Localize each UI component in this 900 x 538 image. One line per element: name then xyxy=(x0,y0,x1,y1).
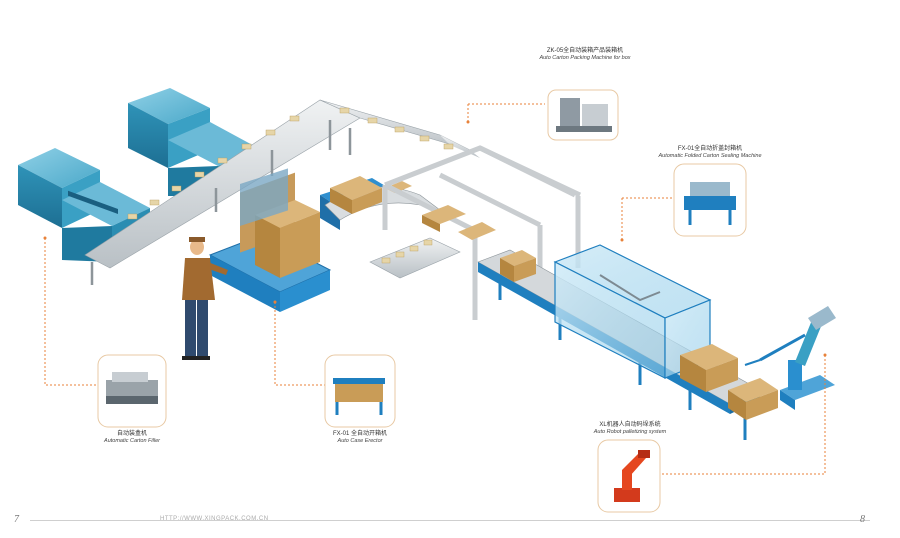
thumb-right-machine-icon xyxy=(673,163,747,237)
callout-top-en: Auto Carton Packing Machine for box xyxy=(539,55,631,61)
sealing-enclosure xyxy=(553,244,712,379)
callout-top-cn: ZK-05全自动装箱产品装箱机 xyxy=(546,48,624,54)
callout-bottom-cn: XL机器人自动码垛系统 xyxy=(599,422,661,428)
callout-middle-cn: FX-01 全自动开箱机 xyxy=(332,431,387,437)
callout-bottom: XL机器人自动码垛系统 Auto Robot palletizing syste… xyxy=(580,421,680,436)
thumb-left-machine-icon xyxy=(97,354,167,428)
leader-lines xyxy=(44,103,826,475)
callout-left-en: Automatic Carton Filler xyxy=(104,438,160,444)
page-number-left: 7 xyxy=(14,514,19,525)
callout-middle-en: Auto Case Erector xyxy=(337,438,383,444)
palletizing-robot xyxy=(744,306,836,410)
thumb-middle-machine-icon xyxy=(324,354,396,428)
callout-left: 自动装盒机 Automatic Carton Filler xyxy=(92,430,172,445)
thumb-bottom-robot-icon xyxy=(597,439,661,513)
footer-rule xyxy=(30,520,870,521)
callout-top: ZK-05全自动装箱产品装箱机 Auto Carton Packing Mach… xyxy=(520,47,650,62)
output-boxes xyxy=(680,344,778,420)
callout-right-cn: FX-01全自动折盖封箱机 xyxy=(677,146,743,152)
callout-bottom-en: Auto Robot palletizing system xyxy=(593,429,667,435)
callout-right: FX-01全自动折盖封箱机 Automatic Folded Carton Se… xyxy=(650,145,770,160)
infeed-conveyor xyxy=(369,205,496,279)
callout-right-en: Automatic Folded Carton Sealing Machine xyxy=(658,153,762,159)
callout-left-cn: 自动装盒机 xyxy=(116,431,147,437)
footer-url[interactable]: HTTP://WWW.XINGPACK.COM.CN xyxy=(160,516,269,522)
callout-middle: FX-01 全自动开箱机 Auto Case Erector xyxy=(318,430,402,445)
page-number-right: 8 xyxy=(860,514,865,525)
thumb-top-machine-icon xyxy=(547,89,619,141)
worker-figure xyxy=(182,237,228,360)
gantry-frame xyxy=(382,145,582,320)
